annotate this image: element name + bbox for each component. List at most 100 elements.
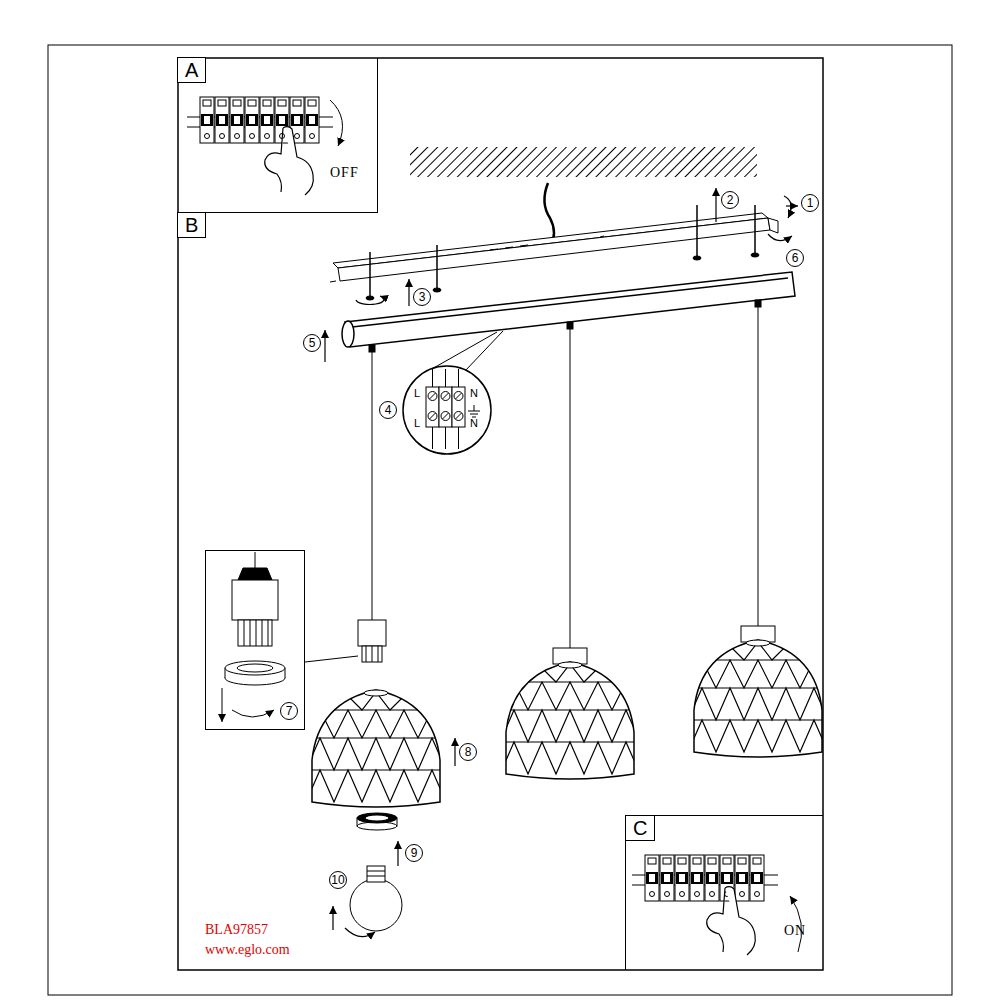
screws <box>693 256 701 260</box>
detail-circle <box>468 405 480 417</box>
product-code: www.eglo.com <box>205 942 290 958</box>
mounting-bar <box>600 236 604 237</box>
lamp-shades <box>306 626 828 807</box>
step-arrows <box>454 738 455 766</box>
socket-detail <box>250 620 251 646</box>
mounting-bar <box>768 218 778 233</box>
fixing-ring <box>357 813 397 823</box>
socket-detail <box>238 568 272 580</box>
breaker-off <box>187 97 343 195</box>
socket-detail <box>225 661 285 675</box>
suspension-cords <box>570 322 571 648</box>
detail-circle <box>452 387 465 427</box>
mounting-bar <box>520 245 528 246</box>
panel-letter: C <box>625 815 655 841</box>
detail-circle <box>441 392 450 401</box>
light-bulb <box>350 866 402 931</box>
mounting-bar <box>505 247 513 248</box>
detail-circle <box>441 412 450 421</box>
step-arrows <box>397 841 398 866</box>
socket-detail <box>237 664 273 672</box>
ceiling <box>410 147 757 177</box>
breaker-on <box>632 855 802 955</box>
mounting-bar <box>330 213 778 282</box>
screws <box>366 296 374 300</box>
lamp-shades <box>306 690 446 807</box>
breaker-off <box>187 97 333 143</box>
page-frame <box>178 58 823 970</box>
screws <box>433 288 441 292</box>
terminal-name: N <box>470 387 478 400</box>
lamp-socket <box>358 620 386 662</box>
step-arrows <box>786 205 798 206</box>
light-bulb <box>367 871 385 872</box>
suspension-cords <box>755 300 761 307</box>
breaker-off <box>265 127 314 195</box>
detail-circle <box>432 427 433 449</box>
mounting-bar <box>330 281 336 282</box>
step-panel: BCONLLNN7 <box>178 213 823 970</box>
canopy <box>342 321 354 347</box>
canopy <box>342 272 795 347</box>
terminal-leader <box>430 332 497 370</box>
detail-circle <box>456 413 462 419</box>
fixing-ring <box>357 813 397 830</box>
socket-detail <box>262 620 263 646</box>
socket-detail <box>238 620 272 646</box>
callout-number: 3 <box>413 288 431 306</box>
page-frame <box>48 45 952 995</box>
detail-circle <box>458 427 459 449</box>
step-arrows <box>408 279 409 306</box>
detail-circle <box>458 369 459 387</box>
detail-circle <box>402 365 492 455</box>
detail-circle <box>445 427 446 449</box>
callout-number: 1 <box>801 194 819 212</box>
socket-detail <box>232 580 278 620</box>
detail-circle <box>454 412 463 421</box>
socket-detail <box>222 552 358 722</box>
detail-circle <box>439 387 452 427</box>
detail-circle <box>443 393 449 399</box>
callout-number: 6 <box>786 249 804 267</box>
light-bulb <box>367 866 385 882</box>
lamp-socket <box>366 646 367 662</box>
detail-circle <box>426 387 439 427</box>
detail-circle <box>443 413 449 419</box>
lamp-socket <box>362 646 382 662</box>
screws <box>751 253 759 257</box>
light-bulb <box>367 876 385 877</box>
switch-state: ON <box>784 923 806 939</box>
detail-circle <box>456 393 462 399</box>
detail-circle <box>430 393 436 399</box>
screws <box>436 245 438 288</box>
screws <box>369 252 371 296</box>
socket-detail <box>222 688 223 722</box>
lamp-socket <box>378 646 379 662</box>
suspension-cords <box>758 300 759 626</box>
callout-number: 7 <box>280 702 298 720</box>
light-bulb <box>350 879 402 931</box>
switch-state: OFF <box>330 165 359 181</box>
lamp-shades <box>500 662 640 779</box>
callout-number: 5 <box>303 334 321 352</box>
fixing-ring <box>365 815 389 821</box>
suspension-cords <box>567 322 573 329</box>
lamp-socket <box>372 646 373 662</box>
socket-detail <box>256 620 257 646</box>
page-frame <box>48 45 952 995</box>
terminal-leader <box>465 331 503 371</box>
suspension-cords <box>369 300 761 648</box>
step-arrows <box>356 296 384 304</box>
socket-detail <box>255 552 256 568</box>
detail-circle <box>428 412 437 421</box>
breaker-on <box>707 887 756 955</box>
socket-detail <box>232 710 274 717</box>
callout-number: 8 <box>459 743 477 761</box>
terminal-name: L <box>414 387 420 400</box>
callout-number: 2 <box>721 191 739 209</box>
ceiling <box>410 147 757 177</box>
step-panel: AOFF <box>178 58 378 213</box>
callout-number: 4 <box>379 401 397 419</box>
detail-inset: 7 <box>205 550 305 730</box>
